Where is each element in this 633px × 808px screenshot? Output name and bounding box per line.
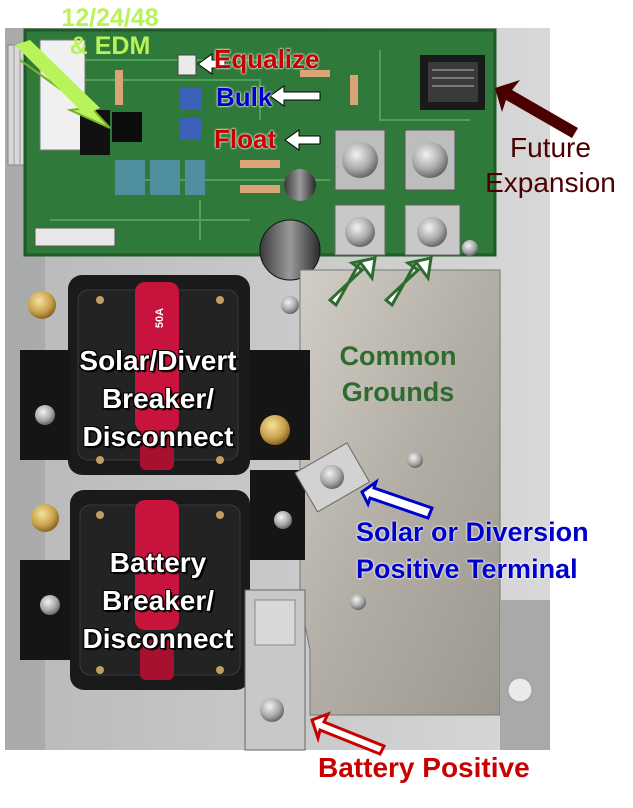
- battery-breaker: [70, 490, 250, 690]
- brass-terminal: [28, 291, 56, 319]
- solar-terminal-label: Solar or Diversion Positive Terminal: [356, 514, 589, 588]
- solar-breaker-label: Solar/Divert Breaker/ Disconnect: [58, 342, 258, 456]
- screw: [407, 452, 423, 468]
- solar-terminal-line2: Positive Terminal: [356, 554, 578, 584]
- solar-terminal-arrow-icon: [360, 478, 434, 520]
- ground-lugs: [334, 129, 461, 256]
- voltage-label-line1: 12/24/48: [61, 4, 159, 32]
- float-label: Float: [214, 124, 277, 154]
- solar-terminal-line1: Solar or Diversion: [356, 517, 589, 547]
- solar-breaker-line3: Disconnect: [82, 421, 234, 452]
- equalize-label: Equalize: [214, 44, 320, 74]
- brass-terminal: [260, 415, 290, 445]
- future-expansion-label: Future Expansion: [468, 130, 633, 200]
- float-arrow-icon: [284, 129, 321, 151]
- screw: [350, 594, 366, 610]
- future-label-line2: Expansion: [485, 167, 616, 198]
- voltage-label-line2: & EDM: [69, 32, 151, 60]
- screw: [40, 595, 60, 615]
- future-label-line1: Future: [510, 132, 591, 163]
- ground-arrow-icon: [383, 256, 433, 308]
- battery-positive-label: Battery Positive: [318, 752, 530, 783]
- battery-breaker-label: Battery Breaker/ Disconnect: [58, 544, 258, 658]
- brass-terminal: [31, 504, 59, 532]
- battery-breaker-line3: Disconnect: [82, 623, 234, 654]
- solar-positive-terminal: [294, 442, 371, 513]
- ground-arrow-icon: [327, 256, 377, 308]
- battery-breaker-line2: Breaker/: [101, 585, 215, 616]
- battery-breaker-line1: Battery: [109, 547, 207, 578]
- voltage-selector-label: 12/24/48 & EDM: [40, 4, 180, 60]
- solar-breaker-line1: Solar/Divert: [79, 345, 237, 376]
- solar-breaker-line2: Breaker/: [101, 383, 215, 414]
- screw: [462, 240, 478, 256]
- capacitor: [259, 219, 321, 281]
- battery-positive-arrow-icon: [310, 711, 387, 756]
- common-grounds-label: Common Grounds: [318, 338, 478, 410]
- bulk-arrow-icon: [269, 85, 321, 107]
- battery-positive-terminal: [244, 589, 306, 751]
- equalize-arrow-icon: [197, 53, 226, 75]
- solar-breaker: [68, 275, 250, 475]
- bulk-label: Bulk: [216, 82, 273, 112]
- screw: [274, 511, 292, 529]
- grounds-label-line2: Grounds: [341, 377, 455, 407]
- breaker-rating: 50A: [154, 307, 166, 329]
- screw: [281, 296, 299, 314]
- future-arrow-icon: [495, 80, 578, 138]
- grounds-label-line1: Common: [339, 341, 457, 371]
- screw: [35, 405, 55, 425]
